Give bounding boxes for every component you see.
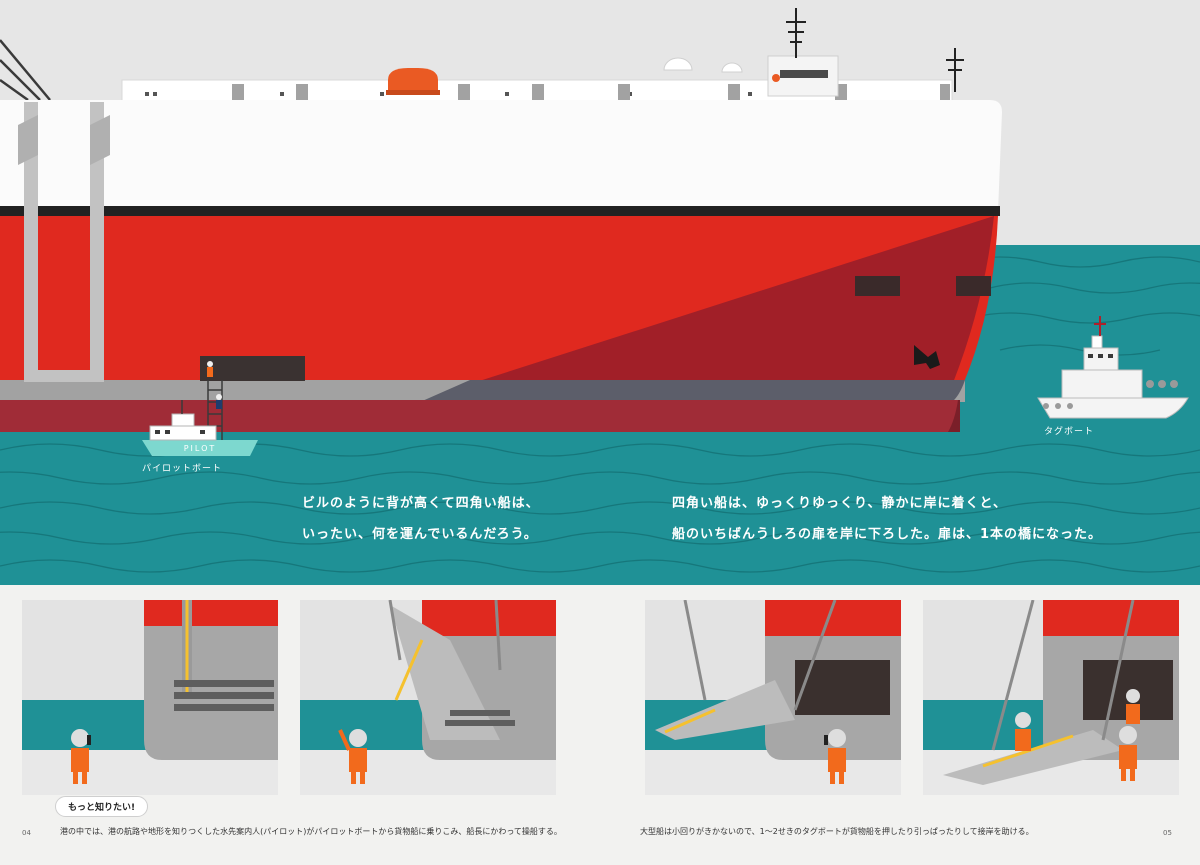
tugboat-label: タグボート xyxy=(1044,427,1095,437)
lifeboat-icon xyxy=(386,68,440,95)
pilot-hull-text: PILOT xyxy=(184,444,217,453)
worker-icon xyxy=(1015,689,1140,781)
worker-icon xyxy=(338,729,367,784)
panel-ramp-down xyxy=(923,600,1179,795)
anchor-icon xyxy=(914,345,940,369)
panel-ramp-closed xyxy=(22,600,278,795)
ship-deckhouse xyxy=(121,79,953,103)
pilot-boat: PILOT xyxy=(142,400,258,456)
tugboat xyxy=(1037,316,1189,419)
paragraph-left-line-1: ビルのように背が高くて四角い船は、 xyxy=(302,496,540,511)
panel-ramp-opening xyxy=(300,600,556,795)
mast-icon xyxy=(786,8,964,92)
main-illustration: PILOT xyxy=(0,0,1200,585)
note-left: 港の中では、港の航路や地形を知りつくした水先案内人(パイロット)がパイロットボー… xyxy=(60,827,562,836)
ship-hull xyxy=(0,100,1002,432)
page-number-right: 05 xyxy=(1163,829,1172,837)
radar-dome-icon xyxy=(663,57,743,73)
paragraph-right: 四角い船は、ゆっくりゆっくり、静かに岸に着くと、 船のいちばんうしろの扉を岸に下… xyxy=(672,488,1102,550)
paragraph-left-line-2: いったい、何を運んでいるんだろう。 xyxy=(302,527,538,542)
paragraph-left: ビルのように背が高くて四角い船は、 いったい、何を運んでいるんだろう。 xyxy=(302,488,540,550)
pilot-boat-label: パイロットボート xyxy=(142,464,223,474)
hull-openings xyxy=(200,276,991,381)
panel-ramp-lowering xyxy=(645,600,901,795)
bridge xyxy=(767,55,839,97)
note-right: 大型船は小回りがきかないので、1〜2せきのタグボートが貨物船を押したり引っぱった… xyxy=(640,827,1034,836)
crane-arms xyxy=(0,39,51,102)
worker-icon xyxy=(207,361,222,409)
stern-ramp-structure xyxy=(18,102,110,382)
page-number-left: 04 xyxy=(22,829,31,837)
more-info-badge: もっと知りたい! xyxy=(55,796,149,817)
paragraph-right-line-1: 四角い船は、ゆっくりゆっくり、静かに岸に着くと、 xyxy=(672,496,1007,511)
worker-icon xyxy=(824,729,846,784)
paragraph-right-line-2: 船のいちばんうしろの扉を岸に下ろした。扉は、1本の橋になった。 xyxy=(672,527,1103,542)
worker-icon xyxy=(71,729,91,784)
